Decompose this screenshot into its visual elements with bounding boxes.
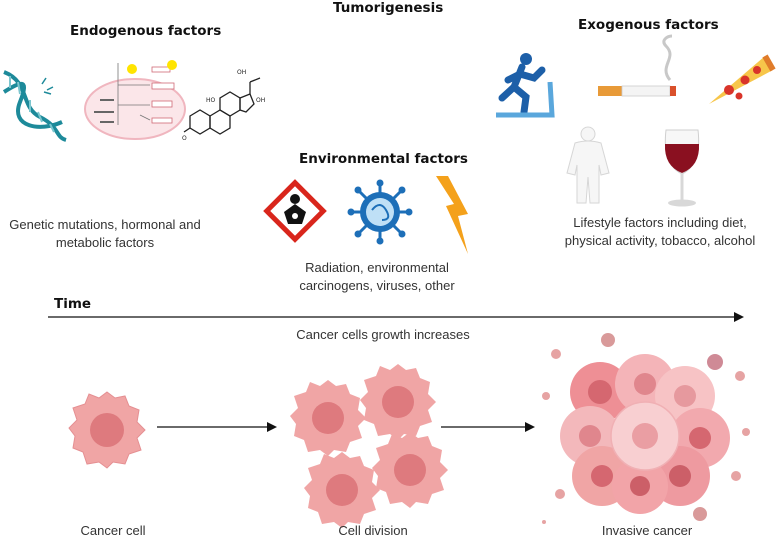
exogenous-heading: Exogenous factors [578, 17, 719, 33]
exogenous-caption-line2: physical activity, tobacco, alcohol [564, 233, 756, 248]
lightning-bolt-icon [436, 176, 468, 254]
svg-text:HO: HO [206, 97, 216, 104]
svg-text:O: O [182, 135, 187, 142]
svg-text:OH: OH [256, 97, 265, 104]
virus-icon [347, 179, 413, 245]
steroid-hormone-icon: OH OH HO O [182, 69, 265, 142]
invasive-cancer-graphic [542, 333, 750, 524]
treadmill-runner-icon [496, 53, 555, 118]
hazard-warning-icon [263, 179, 327, 243]
stage-arrow-2 [441, 422, 535, 432]
cancer-cell-graphic [68, 391, 146, 469]
stage-arrow-1 [157, 422, 277, 432]
timeline-arrow [48, 312, 744, 322]
metabolism-pathway-icon [84, 60, 186, 140]
dna-icon [2, 70, 67, 142]
environmental-heading: Environmental factors [299, 151, 468, 167]
stage-label-invasive-cancer: Invasive cancer [601, 523, 693, 538]
environmental-caption-line2: carcinogens, viruses, other [299, 278, 455, 293]
endogenous-caption: Genetic mutations, hormonal and metaboli… [0, 216, 210, 252]
stage-label-cell-division: Cell division [338, 523, 408, 538]
diagram-title: Tumorigenesis [333, 0, 444, 16]
endogenous-caption-line1: Genetic mutations, hormonal and [9, 217, 201, 232]
body-weight-icon [566, 126, 610, 204]
environmental-caption-line1: Radiation, environmental [305, 260, 449, 275]
endogenous-caption-line2: metabolic factors [55, 235, 155, 250]
timeline-label: Time [54, 296, 92, 312]
exogenous-caption: Lifestyle factors including diet, physic… [553, 214, 767, 250]
pizza-slice-icon [709, 54, 776, 104]
cell-division-graphic [290, 364, 448, 528]
timeline-caption: Cancer cells growth increases [296, 327, 470, 342]
svg-text:OH: OH [237, 69, 246, 76]
cigarette-icon [598, 34, 676, 97]
wine-glass-icon [664, 129, 700, 207]
environmental-caption: Radiation, environmental carcinogens, vi… [277, 259, 477, 295]
endogenous-heading: Endogenous factors [70, 23, 222, 39]
stage-label-cancer-cell: Cancer cell [80, 523, 146, 538]
exogenous-caption-line1: Lifestyle factors including diet, [573, 215, 747, 230]
